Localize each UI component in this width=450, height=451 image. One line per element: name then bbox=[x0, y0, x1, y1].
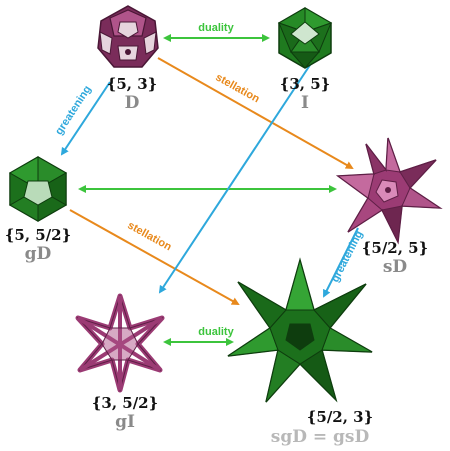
duality-label-top: duality bbox=[198, 22, 234, 34]
small-stellated-dodecahedron-icon bbox=[335, 137, 443, 245]
stellation-arrow-mid bbox=[69, 209, 240, 305]
label-gD-symbol: gD bbox=[25, 244, 52, 264]
label-sgD-schlafli: {5/2, 3} bbox=[307, 408, 374, 426]
greatening-arrow-long bbox=[158, 61, 313, 294]
label-gI-symbol: gI bbox=[115, 412, 135, 432]
stellation-arrow-top bbox=[157, 57, 354, 169]
great-icosahedron-icon bbox=[75, 293, 165, 393]
duality-label-bottom: duality bbox=[198, 326, 234, 338]
label-I-symbol: I bbox=[301, 93, 309, 113]
great-dodecahedron-icon bbox=[8, 156, 68, 222]
label-I-schlafli: {3, 5} bbox=[280, 75, 331, 93]
stellation-label-top: stellation bbox=[213, 71, 261, 105]
label-gD-schlafli: {5, 5/2} bbox=[5, 226, 72, 244]
stellation-label-mid: stellation bbox=[125, 219, 173, 253]
label-gI-schlafli: {3, 5/2} bbox=[92, 394, 159, 412]
label-D-symbol: D bbox=[125, 93, 140, 113]
label-sgD-symbol: sgD = gsD bbox=[271, 427, 370, 447]
icosahedron-icon bbox=[277, 7, 333, 69]
great-stellated-dodecahedron-icon bbox=[227, 257, 373, 403]
greatening-label-left: greatening bbox=[53, 84, 94, 138]
label-sD-schlafli: {5/2, 5} bbox=[362, 239, 429, 257]
dodecahedron-icon bbox=[97, 5, 159, 68]
greatening-label-right: greatening bbox=[329, 229, 365, 285]
label-D-schlafli: {5, 3} bbox=[107, 75, 158, 93]
greatening-arrow-right bbox=[323, 227, 359, 298]
greatening-arrow-left bbox=[60, 81, 111, 156]
label-sD-symbol: sD bbox=[383, 257, 408, 277]
